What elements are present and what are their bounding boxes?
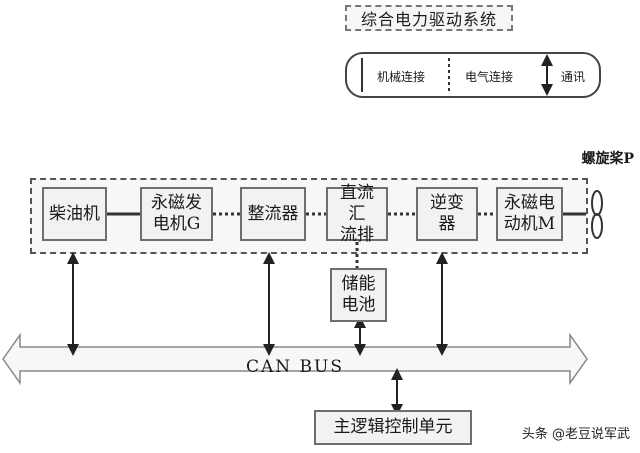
legend-mechanical-label: 机械连接 bbox=[377, 70, 426, 84]
system-title: 综合电力驱动系统 bbox=[345, 5, 513, 31]
legend-communication-label: 通讯 bbox=[561, 70, 586, 84]
legend-box: 机械连接 电气连接 通讯 bbox=[345, 52, 601, 98]
inverter-label: 逆变器 bbox=[430, 193, 464, 234]
watermark: 头条 @老豆说军武 bbox=[521, 427, 630, 442]
can-bus-label: CAN BUS bbox=[245, 357, 345, 377]
battery-label: 储能 电池 bbox=[341, 274, 376, 315]
motor-box: 永磁电 动机M bbox=[496, 187, 563, 241]
dc-bus-box: 直流汇 流排 bbox=[326, 183, 388, 245]
motor-label: 永磁电 动机M bbox=[503, 193, 556, 234]
battery-box: 储能 电池 bbox=[330, 268, 387, 322]
propeller-label: 螺旋桨P bbox=[581, 151, 634, 167]
rectifier-label: 整流器 bbox=[247, 203, 299, 224]
legend-electrical-label: 电气连接 bbox=[465, 70, 514, 84]
dc-bus-label: 直流汇 流排 bbox=[340, 182, 374, 245]
diesel-engine-box: 柴油机 bbox=[42, 187, 107, 241]
controller-box: 主逻辑控制单元 bbox=[314, 410, 472, 445]
propeller-icon bbox=[591, 190, 603, 239]
generator-label: 永磁发 电机G bbox=[151, 193, 202, 234]
rectifier-box: 整流器 bbox=[240, 187, 306, 241]
inverter-box: 逆变器 bbox=[416, 187, 478, 241]
system-frame bbox=[30, 178, 588, 254]
controller-label: 主逻辑控制单元 bbox=[333, 417, 453, 437]
generator-box: 永磁发 电机G bbox=[140, 187, 213, 241]
diesel-engine-label: 柴油机 bbox=[49, 203, 100, 224]
